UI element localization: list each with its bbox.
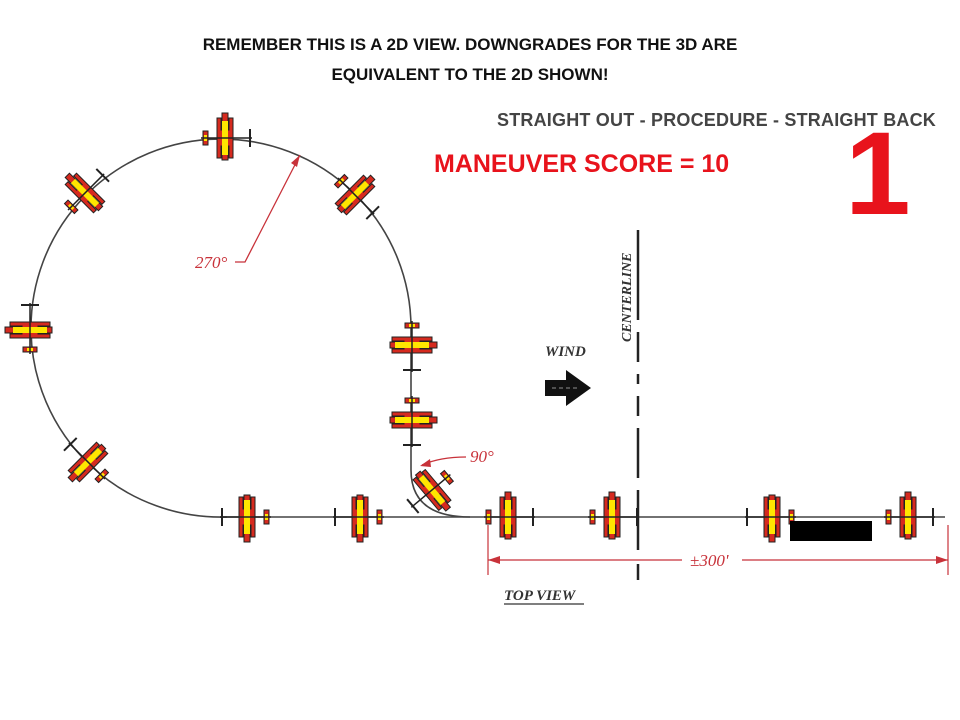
arrow-right-icon [545,370,591,406]
airplane-icon [219,494,272,543]
airplane-icon [50,426,122,498]
top-view-label: TOP VIEW [504,588,577,604]
airplane-icon [883,491,936,540]
airplane-icon [389,320,438,373]
airplane-icon [49,155,121,227]
airplane-icon [321,159,393,231]
airplane-icon [332,494,385,543]
centerline: CENTERLINE [620,230,640,580]
instruction-line-2: EQUIVALENT TO THE 2D SHOWN! [331,65,609,84]
angle-270-callout: 270° [195,154,301,272]
maneuver-score: MANEUVER SCORE = 10 [434,150,730,178]
airplane-icon [4,302,53,355]
airplane-icon [744,494,797,543]
wind-indicator: WIND [545,344,591,406]
view-label-group: TOP VIEW [504,588,584,605]
distance-dimension: ±300' [487,525,949,575]
airplane-icon [587,491,640,540]
wind-label: WIND [545,344,586,360]
distance-label: ±300' [690,551,729,570]
angle-90-callout: 90° [420,447,494,467]
instruction-line-1: REMEMBER THIS IS A 2D VIEW. DOWNGRADES F… [202,35,738,54]
centerline-label: CENTERLINE [620,253,635,342]
maneuver-number: 1 [845,108,911,240]
airplane-icon [389,395,438,448]
airplane-icon [483,491,536,540]
angle-90-label: 90° [470,447,494,466]
angle-270-label: 270° [195,253,228,272]
airplane-icon [200,112,253,161]
maneuver-title: STRAIGHT OUT - PROCEDURE - STRAIGHT BACK [497,110,936,130]
runway-marker [790,521,872,541]
